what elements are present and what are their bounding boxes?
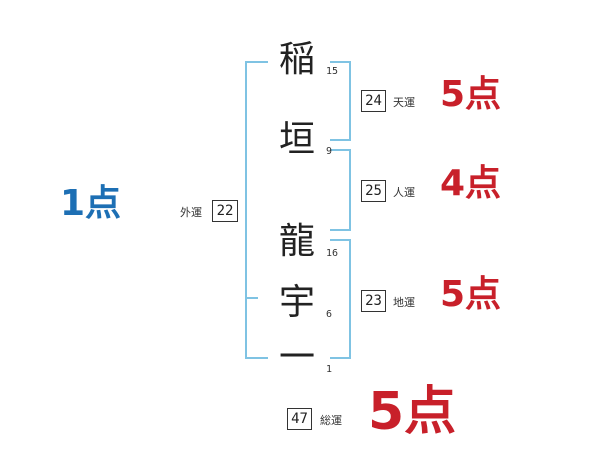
stroke-count-3: 16	[326, 248, 339, 259]
soukaku-score: 5点	[368, 382, 457, 442]
tenkaku-bracket	[330, 61, 351, 141]
gaikaku-score: 1点	[60, 183, 122, 224]
name-char-4: 宇	[278, 282, 315, 323]
jinkaku-label: 人運	[393, 186, 415, 199]
chikaku-score: 5点	[440, 274, 502, 315]
tenkaku-label: 天運	[393, 96, 415, 109]
name-char-3: 龍	[278, 221, 315, 262]
name-char-2: 垣	[278, 119, 315, 160]
jinkaku-value-box: 25	[361, 180, 386, 202]
gaikaku-value-box: 22	[212, 200, 238, 222]
chikaku-value-box: 23	[361, 290, 386, 312]
tenkaku-score: 5点	[440, 74, 502, 115]
jinkaku-score: 4点	[440, 163, 502, 204]
jinkaku-bracket	[330, 149, 351, 231]
gaikaku-bracket	[245, 61, 268, 359]
gaikaku-label: 外運	[180, 206, 202, 219]
chikaku-bracket	[330, 239, 351, 359]
chikaku-label: 地運	[393, 296, 415, 309]
stroke-count-2: 9	[326, 146, 333, 157]
name-char-1: 稲	[278, 39, 315, 80]
soukaku-value-box: 47	[287, 408, 312, 430]
stroke-count-1: 15	[326, 66, 339, 77]
name-char-5: 一	[278, 337, 315, 378]
stroke-count-4: 6	[326, 309, 333, 320]
soukaku-label: 総運	[320, 414, 342, 427]
stroke-count-5: 1	[326, 364, 333, 375]
tenkaku-value-box: 24	[361, 90, 386, 112]
